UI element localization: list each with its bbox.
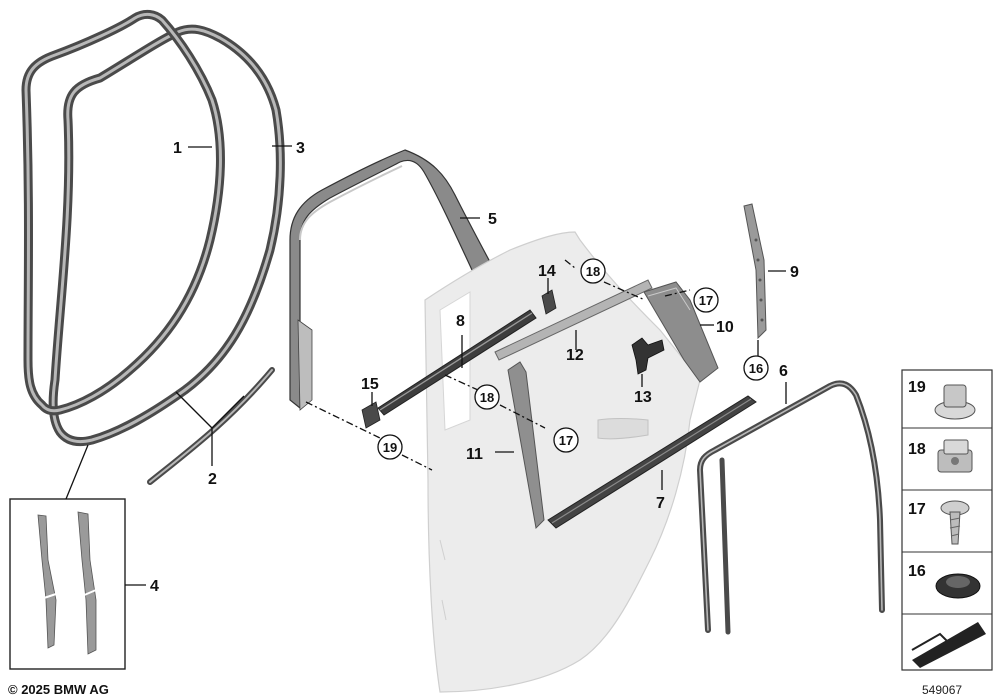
door-seal-outer-part <box>48 24 285 447</box>
circled-callout-19: 19 <box>383 440 397 455</box>
diagram-number: 549067 <box>922 683 962 697</box>
circled-callout-17-top: 17 <box>699 293 713 308</box>
legend-label-17: 17 <box>908 501 926 518</box>
callout-15: 15 <box>361 376 379 393</box>
vertical-trim-part <box>507 361 545 530</box>
vertical-strip-part <box>743 203 767 340</box>
lower-seal-strip-part <box>147 367 275 485</box>
lower-window-strip-part <box>547 395 757 529</box>
inset-panel-part-4 <box>9 498 126 670</box>
circled-callout-18-top: 18 <box>586 264 600 279</box>
window-guide-channel-part <box>697 380 885 635</box>
circled-callouts: 18 17 16 18 17 19 <box>377 258 769 460</box>
legend-label-16: 16 <box>908 563 926 580</box>
view-arrow-icon <box>911 622 986 668</box>
callout-13: 13 <box>634 389 652 406</box>
small-clip-part <box>541 289 557 315</box>
copyright-label: © 2025 BMW AG <box>8 682 109 697</box>
window-frame-seal-part <box>289 149 506 411</box>
callout-6: 6 <box>779 363 788 380</box>
screw-icon <box>940 500 970 545</box>
bracket-part <box>631 337 665 375</box>
callout-8: 8 <box>456 313 465 330</box>
fastener-legend: 19 18 17 16 <box>901 369 993 671</box>
triangle-cover-part <box>643 281 719 383</box>
rail-strip-part <box>377 309 537 416</box>
callout-12: 12 <box>566 347 584 364</box>
circled-callout-16: 16 <box>749 361 763 376</box>
callout-2: 2 <box>208 471 217 488</box>
grommet-icon <box>935 573 981 599</box>
callout-11: 11 <box>466 446 483 463</box>
callout-14: 14 <box>538 263 556 280</box>
legend-label-18: 18 <box>908 441 926 458</box>
part-callouts: 1 2 3 4 5 6 7 8 9 10 11 12 13 14 15 <box>150 140 799 595</box>
small-block-part <box>361 401 381 429</box>
callout-9: 9 <box>790 264 799 281</box>
leader-lines <box>65 145 787 586</box>
callout-5: 5 <box>488 211 497 228</box>
callout-3: 3 <box>296 140 305 157</box>
callout-4: 4 <box>150 578 159 595</box>
window-channel-strip-part <box>494 279 653 361</box>
circled-callout-18-mid: 18 <box>480 390 494 405</box>
circled-callout-17-mid: 17 <box>559 433 573 448</box>
callout-10: 10 <box>716 319 734 336</box>
spring-nut-icon <box>937 439 973 473</box>
clip-nut-icon <box>934 384 976 420</box>
door-seal-inner-part <box>21 9 225 416</box>
rear-door-panel <box>424 231 701 693</box>
callout-7: 7 <box>656 495 665 512</box>
callout-1: 1 <box>173 140 182 157</box>
legend-label-19: 19 <box>908 379 926 396</box>
